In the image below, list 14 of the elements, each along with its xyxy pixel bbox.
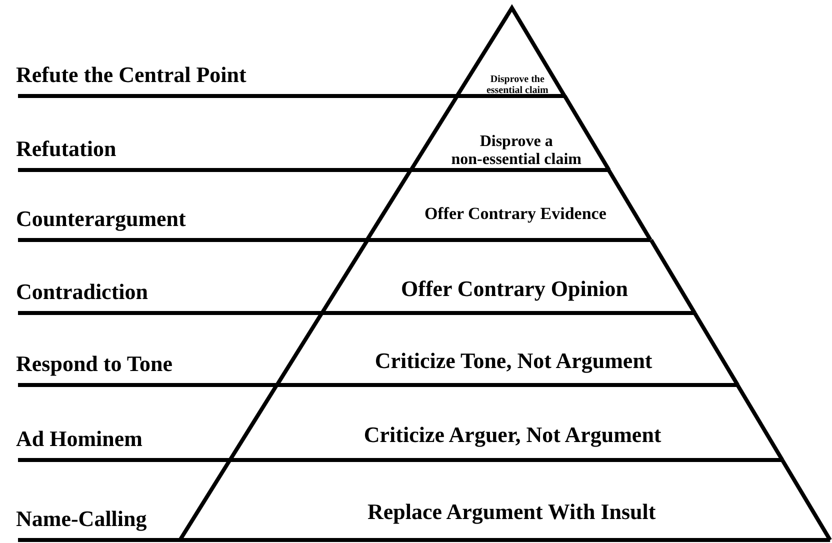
level-label: Refute the Central Point	[16, 62, 246, 88]
tier-description: Disprove the essential claim	[485, 74, 550, 96]
tier-description: Criticize Tone, Not Argument	[374, 349, 654, 374]
level-label: Refutation	[16, 136, 116, 162]
tier-description: Criticize Arguer, Not Argument	[362, 422, 662, 447]
level-label: Name-Calling	[16, 506, 147, 532]
tier-description: Offer Contrary Evidence	[423, 205, 608, 224]
tier-description: Disprove a non-essential claim	[450, 133, 582, 168]
level-label: Respond to Tone	[16, 351, 173, 377]
level-label: Ad Hominem	[16, 426, 142, 452]
tier-description: Offer Contrary Opinion	[400, 276, 629, 301]
tier-description: Replace Argument With Insult	[366, 500, 657, 524]
level-label: Contradiction	[16, 279, 148, 305]
level-label: Counterargument	[16, 206, 186, 232]
